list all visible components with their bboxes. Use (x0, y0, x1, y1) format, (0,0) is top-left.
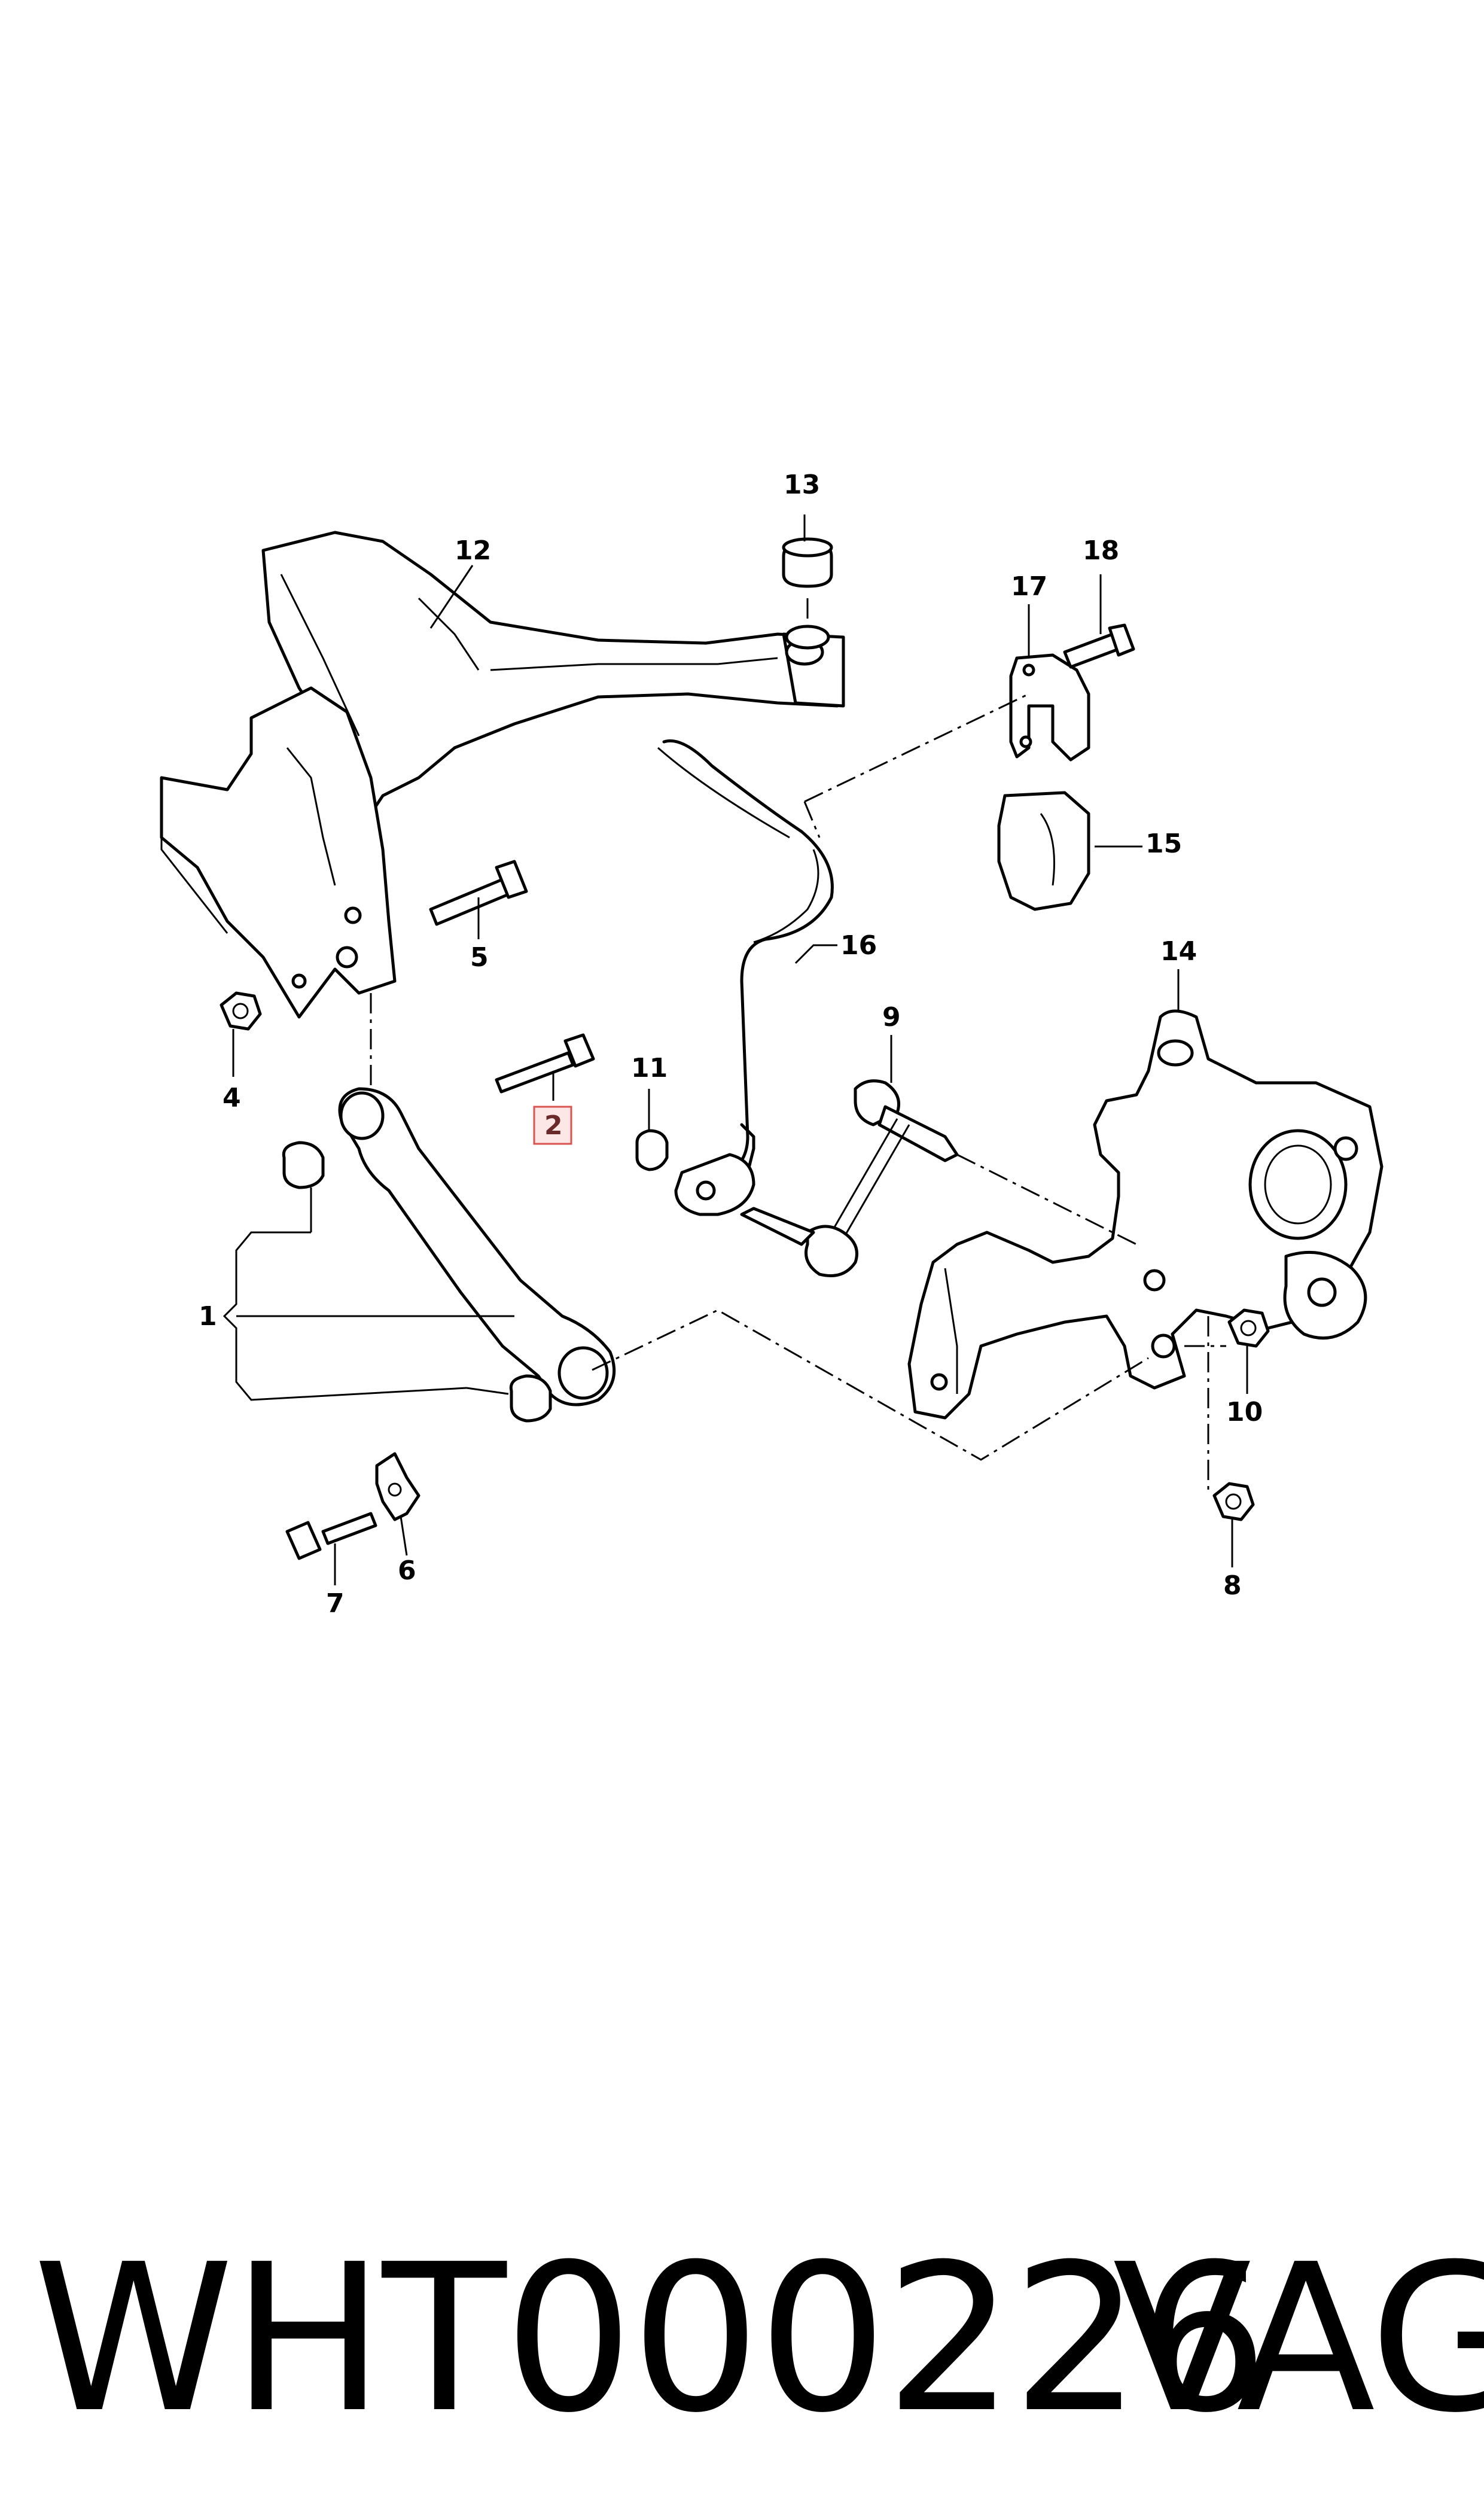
clamp-part-17 (1009, 653, 1090, 762)
wheel-bearing-housing-part-14 (907, 1009, 1384, 1420)
callout-1: 1 (199, 1301, 217, 1332)
nut-part-4 (220, 991, 262, 1031)
part-number: WHT000226 (33, 2221, 1268, 2458)
brand-name: VAG (1113, 2221, 1484, 2458)
callout-12: 12 (455, 535, 491, 566)
subframe-part-12 (261, 531, 845, 815)
bolt-part-18 (1063, 623, 1135, 669)
bolt-part-5 (429, 860, 528, 926)
callout-7: 7 (326, 1588, 345, 1619)
callout-2-highlight (533, 1106, 572, 1145)
callout-16: 16 (840, 930, 877, 961)
callout-15: 15 (1145, 829, 1182, 859)
footer: WHT000226 VAG (0, 2213, 1484, 2465)
callout-9: 9 (882, 1002, 901, 1033)
nut-part-10 (1227, 1308, 1270, 1348)
nut-part-8 (1212, 1482, 1255, 1521)
callout-18: 18 (1083, 535, 1119, 566)
nut-part-11 (635, 1129, 669, 1171)
bolt-part-2 (495, 1033, 595, 1094)
callout-5: 5 (470, 942, 489, 973)
stabilizer-bar-part-16 (657, 739, 834, 1216)
callout-6: 6 (398, 1555, 416, 1586)
callout-14: 14 (1160, 936, 1197, 967)
bushing-part-15 (997, 791, 1090, 911)
callout-11: 11 (631, 1053, 668, 1083)
callout-8: 8 (1223, 1570, 1242, 1601)
bump-stop-part-13 (782, 537, 833, 650)
leader-lines (232, 514, 1248, 1585)
callout-17: 17 (1011, 571, 1047, 602)
callout-10: 10 (1226, 1397, 1263, 1427)
body-bracket (160, 686, 397, 1019)
callout-2: 2 (544, 1110, 563, 1141)
callout-4: 4 (223, 1083, 241, 1113)
assembly-lines (370, 598, 1226, 1496)
bolt-part-7 (285, 1512, 377, 1560)
track-control-arm-part-1 (223, 1087, 616, 1423)
plate-part-6 (375, 1452, 420, 1521)
callout-13: 13 (784, 470, 820, 500)
exploded-parts-diagram: 1 2 4 5 6 7 8 9 10 11 12 13 14 15 16 17 … (160, 470, 1384, 1619)
coupling-rod-part-9 (740, 1079, 959, 1277)
